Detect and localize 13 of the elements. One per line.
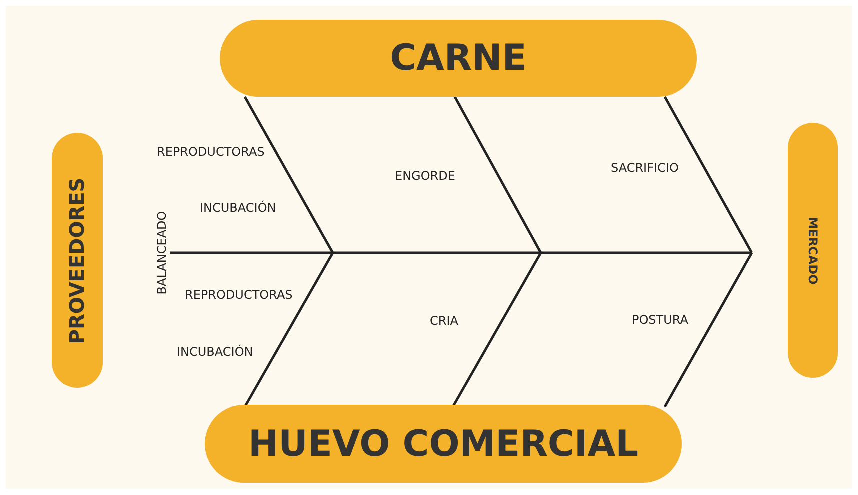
- category-label: ENGORDE: [395, 169, 456, 183]
- category-label: REPRODUCTORAS: [157, 145, 265, 159]
- category-label: POSTURA: [632, 313, 688, 327]
- category-pill: CARNE: [220, 20, 697, 97]
- category-label: INCUBACIÓN: [177, 345, 254, 359]
- input-pill: PROVEEDORES: [52, 133, 103, 388]
- category-label: CRIA: [430, 314, 458, 328]
- category-label: BALANCEADO: [155, 211, 169, 295]
- category-pill: HUEVO COMERCIAL: [205, 405, 682, 483]
- category-label: REPRODUCTORAS: [185, 288, 293, 302]
- category-label: INCUBACIÓN: [200, 201, 276, 215]
- category-label: SACRIFICIO: [611, 161, 679, 175]
- output-pill: MERCADO: [788, 123, 838, 378]
